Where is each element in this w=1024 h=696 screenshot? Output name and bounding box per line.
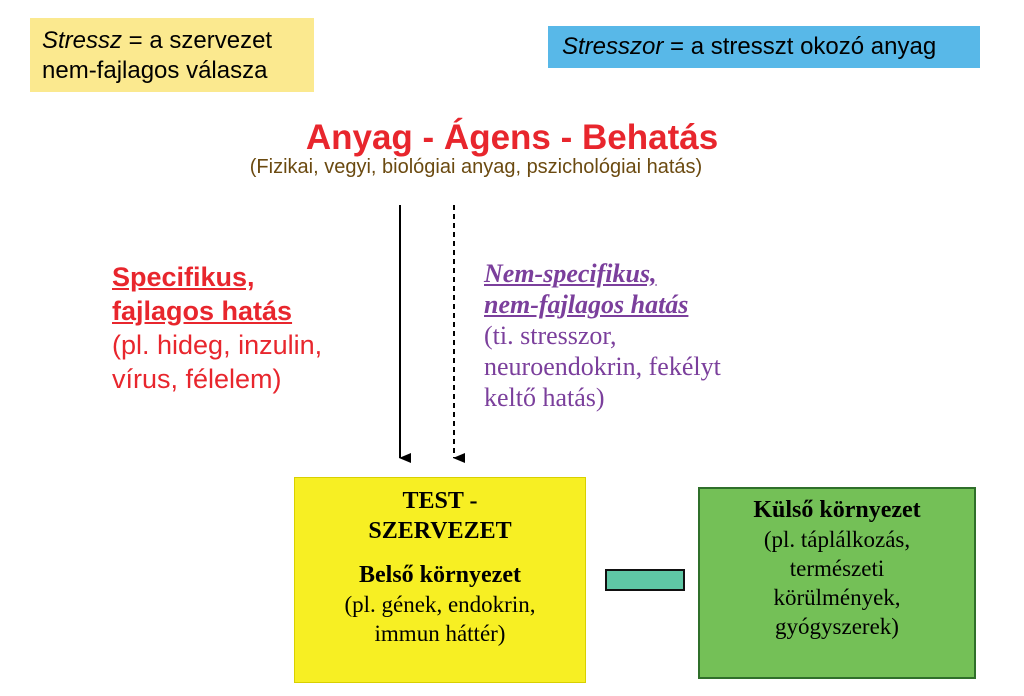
body-title-1: TEST - [402,488,478,514]
internal-environment-title: Belső környezet [359,562,521,588]
stressor-term: Stresszor [562,33,664,60]
body-organism-box: TEST - SZERVEZET Belső környezet (pl. gé… [294,477,586,683]
stressor-definition: = a stresszt okozó anyag [663,33,937,60]
specific-example-2: vírus, félelem) [112,364,282,394]
external-environment-line1: (pl. táplálkozás, [763,527,911,552]
specific-heading-1: Specifikus, [112,262,255,292]
stressor-definition-box: Stresszor = a stresszt okozó anyag [548,26,980,68]
stress-def-line1: = a szervezet [122,27,273,54]
external-environment-box: Külső környezet (pl. táplálkozás, termés… [698,487,976,679]
stress-def-line2: nem-fajlagos válasza [42,57,268,84]
specific-effect-text: Specifikus, fajlagos hatás (pl. hideg, i… [112,260,322,396]
nonspecific-example-1: (ti. stresszor, [484,321,617,350]
external-environment-title: Külső környezet [753,497,921,523]
body-title-2: SZERVEZET [368,518,512,544]
internal-environment-line2: immun háttér) [374,621,506,646]
external-environment-line2: természeti [789,556,885,581]
stress-definition-box: Stressz = a szervezet nem-fajlagos válas… [30,18,314,92]
nonspecific-effect-text: Nem-specifikus, nem-fajlagos hatás (ti. … [484,258,721,413]
nonspecific-heading-1: Nem-specifikus, [484,259,657,288]
specific-example-1: (pl. hideg, inzulin, [112,330,323,360]
diagram-subtitle: (Fizikai, vegyi, biológiai anyag, pszich… [249,156,703,178]
internal-environment-line1: (pl. gének, endokrin, [344,592,536,617]
nonspecific-example-3: keltő hatás) [484,383,605,412]
external-environment-line3: körülmények, [773,585,901,610]
interaction-connector [605,569,685,591]
stress-definition-line1: Stressz = a szervezet [42,26,302,56]
external-environment-line4: gyógyszerek) [775,614,899,639]
diagram-title: Anyag - Ágens - Behatás [305,118,719,157]
nonspecific-example-2: neuroendokrin, fekélyt [484,352,721,381]
nonspecific-heading-2: nem-fajlagos hatás [484,290,689,319]
specific-heading-2: fajlagos hatás [112,296,293,326]
stress-term: Stressz [42,27,123,54]
